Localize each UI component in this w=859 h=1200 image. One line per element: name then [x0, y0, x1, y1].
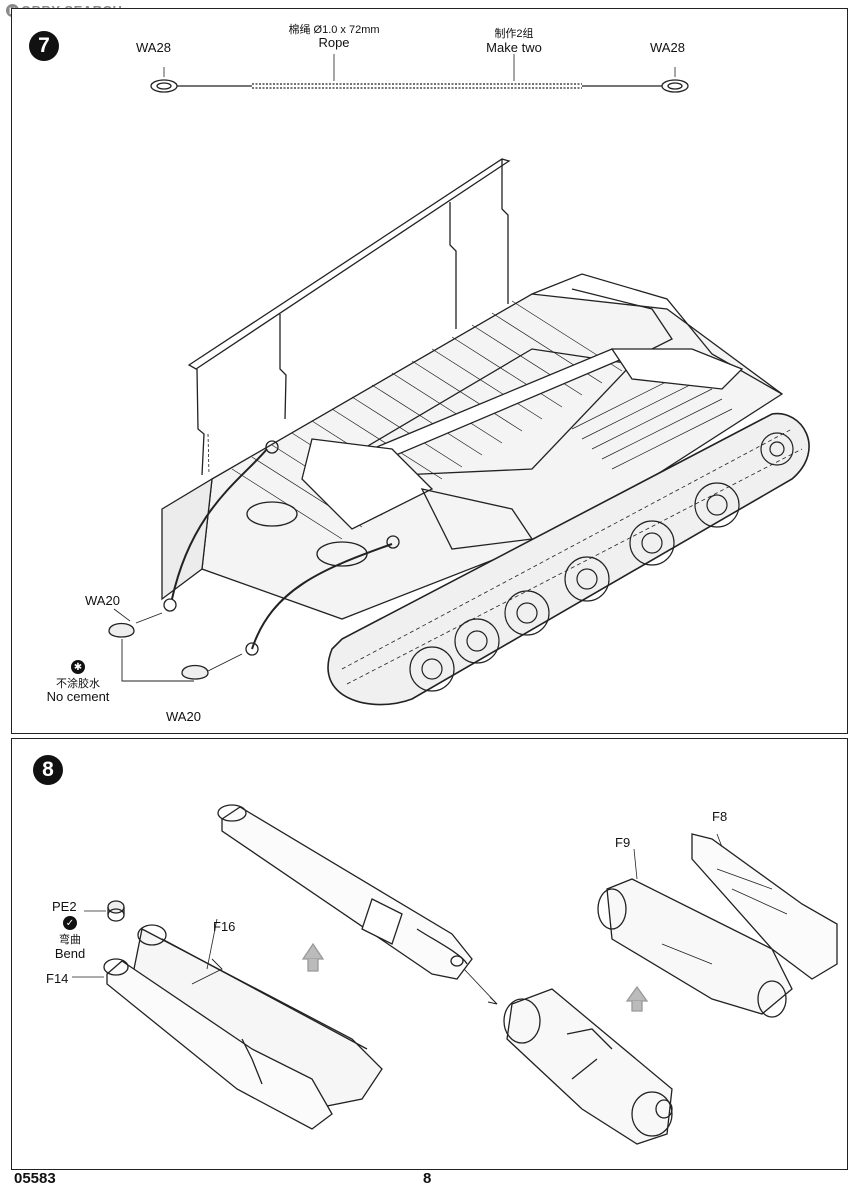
part-label-f9: F9	[615, 835, 631, 850]
part-label-f8: F8	[712, 809, 728, 824]
pe2-part	[84, 900, 125, 922]
rope-label-en: Rope	[318, 35, 350, 50]
no-cement-label-cn: 不涂胶水	[56, 678, 100, 690]
page-number: 8	[423, 1170, 432, 1187]
f14-part	[72, 958, 333, 1130]
rope-label-cn: 棉绳 Ø1.0 x 72mm	[288, 24, 380, 36]
assembly-arrows	[301, 942, 649, 1012]
track-assembly	[327, 412, 810, 706]
step-7-number: 7	[29, 31, 59, 61]
wa20-parts	[108, 608, 243, 682]
step-8-panel: 8	[11, 738, 848, 1170]
step-7-drawing	[108, 54, 810, 706]
step-8-drawing	[72, 804, 838, 1145]
part-label-wa20-top: WA20	[85, 593, 120, 608]
product-code: 05583	[14, 1170, 56, 1187]
step-7-panel: 7	[11, 8, 848, 734]
rope-illustration	[150, 54, 689, 93]
bend-label-cn: 弯曲	[59, 934, 81, 946]
f8-f9-parts	[597, 833, 838, 1018]
part-label-f14: F14	[46, 971, 69, 986]
step-8-number: 8	[33, 755, 63, 785]
barrel-assembly	[217, 804, 473, 980]
part-label-f16: F16	[213, 919, 236, 934]
no-cement-icon: ✱	[71, 660, 85, 674]
bend-label-en: Bend	[54, 946, 86, 961]
hull-body	[161, 273, 784, 656]
breech-part	[503, 988, 673, 1145]
part-label-wa28-left: WA28	[136, 40, 171, 55]
handrail-wire	[187, 158, 511, 476]
part-label-wa28-right: WA28	[650, 40, 685, 55]
make-two-label-cn: 制作2组	[494, 28, 534, 40]
no-cement-label-en: No cement	[46, 689, 110, 704]
bend-icon: ✓	[63, 916, 77, 930]
make-two-label-en: Make two	[486, 40, 542, 55]
part-label-wa20-bottom: WA20	[166, 709, 201, 724]
part-label-pe2: PE2	[52, 899, 77, 914]
